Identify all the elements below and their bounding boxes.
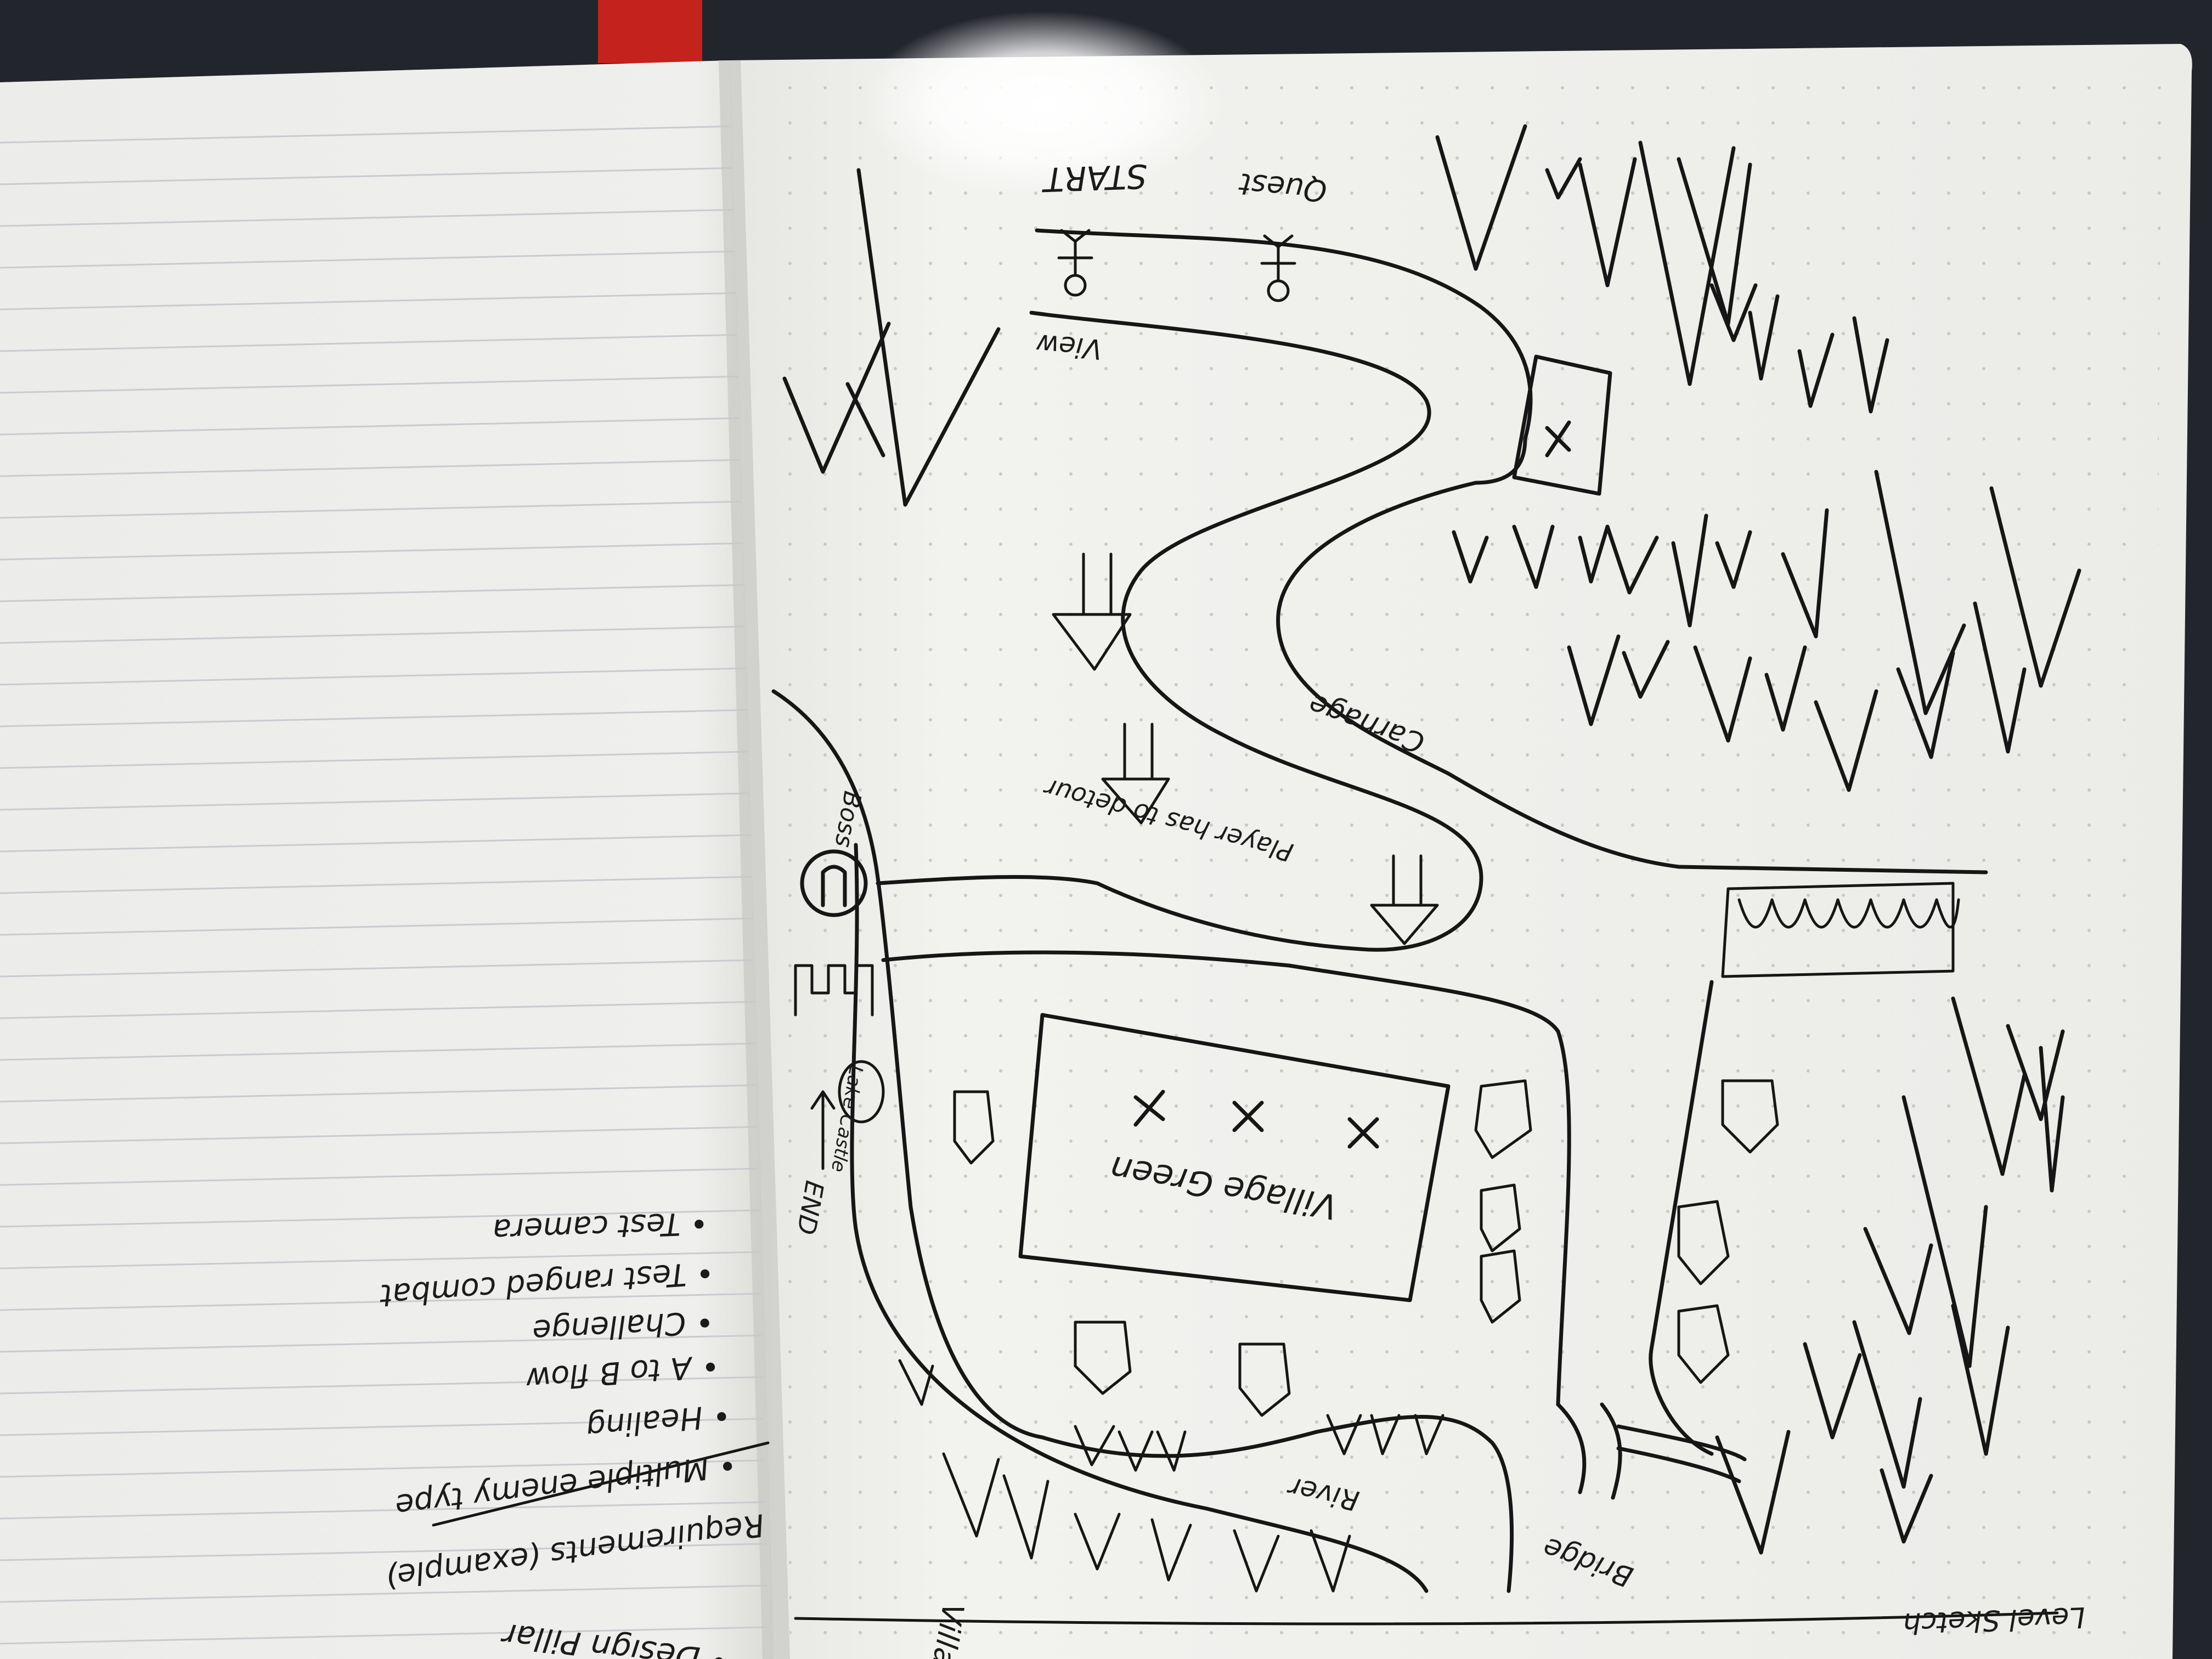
rule-line [0,917,754,936]
rule-line [0,1459,765,1478]
rule-line [0,1626,768,1645]
rule-line [0,876,753,894]
sketch-castle [794,964,874,1017]
sketch-npc-start [1057,229,1093,297]
rule-line [0,1001,755,1019]
rule-line [0,1543,766,1561]
sketch-lake-castle-outline [838,1060,885,1124]
sketch-tree-row-bottom [898,1359,1444,1593]
ribbon-bookmark [598,0,702,63]
rule-line [0,792,752,811]
rule-line [0,334,742,352]
rule-line [0,709,750,727]
label-start: START [1041,156,1148,199]
right-page-title: Level Sketch [1903,1600,2086,1640]
sketch-forest-bottom-right [1715,996,2065,1555]
rule-line [0,1501,765,1520]
rule-line [0,125,738,144]
gutter-shadow [719,60,790,1659]
rule-line [0,667,749,686]
sketch-hedge [1721,882,1960,978]
sketch-main-path [771,228,1988,1593]
rule-line [0,584,747,602]
rule-line [0,1418,764,1436]
rule-line [0,167,739,185]
right-page-dot-grid [768,60,2162,1646]
sketch-end-arrow [810,1090,836,1170]
sketch-forest-top-left [782,168,1001,507]
sketch-bridge [1556,980,1747,1500]
sketch-box-x [1512,354,1612,496]
rule-line [0,1126,758,1144]
rule-line [0,959,755,978]
sketch-boss [800,849,868,917]
sketch-bottom-line [794,1611,2059,1626]
left-page-rule-lines [0,125,768,1645]
sketch-npc-quest [1260,234,1296,302]
rule-line [0,459,745,477]
rule-line [0,834,752,853]
rule-line [0,292,742,311]
rule-line [0,1251,760,1269]
sketch-forest-top-right [1435,124,2081,792]
light-glare [861,11,1223,198]
rule-line [0,1584,767,1603]
rule-line [0,1084,757,1103]
rule-line [0,1209,760,1228]
rule-line [0,1293,761,1311]
sketch-down-arrows [953,552,1779,1417]
left-page [0,60,774,1659]
rule-line [0,250,741,269]
rule-line [0,1167,759,1186]
label-view: View [1035,328,1103,365]
sketch-requirements-underline [432,1441,770,1527]
rule-line [0,1042,757,1061]
rule-line [0,208,740,227]
rule-line [0,1376,763,1395]
rule-line [0,500,746,519]
rule-line [0,375,743,394]
rule-line [0,751,751,769]
note-test-camera: • Test camera [492,1205,709,1248]
rule-line [0,625,748,644]
sketch-village-green [1018,1013,1451,1302]
label-quest: Quest [1237,166,1328,208]
rule-line [0,417,744,436]
rule-line [0,542,747,561]
rule-line [0,1334,762,1353]
